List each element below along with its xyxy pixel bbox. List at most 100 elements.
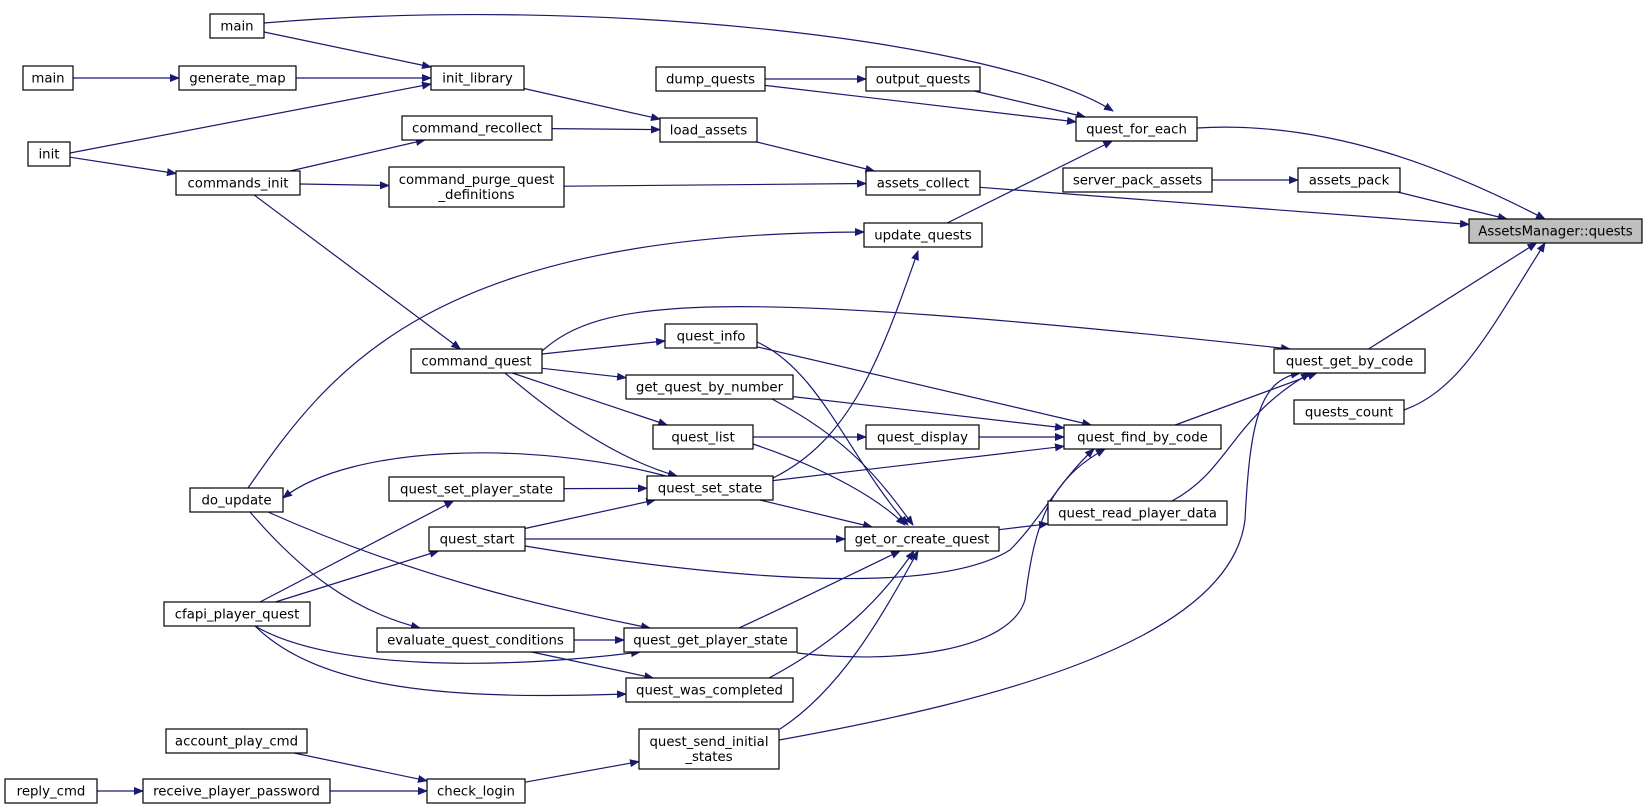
node-quest-start[interactable]: quest_start — [428, 526, 526, 552]
node-box[interactable] — [22, 65, 74, 91]
node-get-quest-by-number[interactable]: get_quest_by_number — [625, 374, 794, 400]
node-account-play-cmd[interactable]: account_play_cmd — [165, 728, 308, 754]
node-box[interactable] — [175, 170, 301, 196]
node-update-quests[interactable]: update_quests — [863, 222, 983, 248]
node-command-recollect[interactable]: command_recollect — [401, 115, 553, 141]
node-box[interactable] — [1075, 116, 1198, 142]
node-box[interactable] — [163, 601, 311, 627]
node-box[interactable] — [1273, 348, 1426, 374]
node-box[interactable] — [430, 65, 525, 91]
node-cfapi-player-quest[interactable]: cfapi_player_quest — [163, 601, 311, 627]
node-main-left[interactable]: main — [22, 65, 74, 91]
node-evaluate-quest-conditions[interactable]: evaluate_quest_conditions — [376, 627, 575, 653]
node-box[interactable] — [646, 475, 774, 501]
node-box[interactable] — [652, 424, 754, 450]
node-box[interactable] — [27, 141, 71, 167]
node-box[interactable] — [426, 778, 526, 804]
edge-command-quest-to-quest-set-state — [504, 372, 678, 478]
node-box[interactable] — [865, 66, 981, 92]
node-box[interactable] — [401, 115, 553, 141]
node-box[interactable] — [4, 778, 98, 804]
edge-path — [1397, 191, 1508, 221]
node-box[interactable] — [1297, 167, 1401, 193]
node-box[interactable] — [863, 222, 983, 248]
node-init-library[interactable]: init_library — [430, 65, 525, 91]
edge-path — [263, 31, 432, 70]
node-init[interactable]: init — [27, 141, 71, 167]
edge-command-quest-to-quest-get-by-code — [541, 306, 1291, 353]
edge-cfapi-player-quest-to-quest-set-player-state — [259, 500, 455, 603]
node-server-pack-assets[interactable]: server_pack_assets — [1062, 167, 1213, 193]
node-label: quest_start — [440, 533, 515, 548]
node-box[interactable] — [1468, 218, 1643, 244]
node-box[interactable] — [1047, 500, 1228, 526]
node-quest-for-each[interactable]: quest_for_each — [1075, 116, 1198, 142]
node-quest-get-player-state[interactable]: quest_get_player_state — [623, 627, 798, 653]
node-box[interactable] — [625, 374, 794, 400]
edge-path — [779, 550, 919, 730]
node-label: receive_player_password — [153, 785, 320, 800]
node-assets-manager-quests[interactable]: AssetsManager::quests — [1468, 218, 1643, 244]
node-box[interactable] — [142, 778, 331, 804]
edge-init-library-to-load-assets — [523, 87, 661, 122]
node-generate-map[interactable]: generate_map — [178, 65, 297, 91]
node-box[interactable] — [1063, 424, 1222, 450]
node-box[interactable] — [376, 627, 575, 653]
node-box[interactable] — [410, 348, 543, 374]
node-main-top[interactable]: main — [209, 13, 265, 39]
edge-command-recollect-to-load-assets — [551, 125, 661, 134]
node-label: main — [31, 72, 64, 87]
edge-commands-init-to-command-purge — [299, 181, 390, 190]
edge-path — [764, 84, 1077, 125]
node-box[interactable] — [865, 170, 981, 196]
node-box[interactable] — [165, 728, 308, 754]
node-quest-send-initial-states[interactable]: quest_send_initial_states — [638, 728, 780, 770]
node-box[interactable] — [428, 526, 526, 552]
edge-path — [563, 179, 867, 188]
node-box[interactable] — [638, 728, 780, 770]
node-box[interactable] — [178, 65, 297, 91]
node-load-assets[interactable]: load_assets — [659, 117, 758, 143]
node-receive-player-password[interactable]: receive_player_password — [142, 778, 331, 804]
node-box[interactable] — [659, 117, 758, 143]
node-box[interactable] — [865, 424, 980, 450]
edge-quest-get-by-code-to-assets-manager-quests — [1368, 242, 1538, 350]
node-commands-init[interactable]: commands_init — [175, 170, 301, 196]
node-assets-collect[interactable]: assets_collect — [865, 170, 981, 196]
node-quest-find-by-code[interactable]: quest_find_by_code — [1063, 424, 1222, 450]
node-get-or-create-quest[interactable]: get_or_create_quest — [844, 526, 1000, 552]
node-box[interactable] — [388, 166, 565, 208]
node-box[interactable] — [189, 487, 284, 513]
node-assets-pack[interactable]: assets_pack — [1297, 167, 1401, 193]
node-box[interactable] — [664, 323, 758, 349]
node-quest-info[interactable]: quest_info — [664, 323, 758, 349]
node-box[interactable] — [1293, 399, 1405, 425]
node-quest-set-player-state[interactable]: quest_set_player_state — [388, 476, 565, 502]
node-quest-list[interactable]: quest_list — [652, 424, 754, 450]
node-box[interactable] — [209, 13, 265, 39]
edge-path — [1403, 242, 1546, 411]
node-box[interactable] — [844, 526, 1000, 552]
node-command-quest[interactable]: command_quest — [410, 348, 543, 374]
node-box[interactable] — [623, 627, 798, 653]
node-do-update[interactable]: do_update — [189, 487, 284, 513]
edge-quest-list-to-get-or-create-quest — [752, 443, 906, 526]
node-quest-was-completed[interactable]: quest_was_completed — [625, 677, 794, 703]
node-quest-display[interactable]: quest_display — [865, 424, 980, 450]
node-box[interactable] — [625, 677, 794, 703]
node-box[interactable] — [655, 66, 766, 92]
node-box[interactable] — [388, 476, 565, 502]
node-quest-set-state[interactable]: quest_set_state — [646, 475, 774, 501]
node-output-quests[interactable]: output_quests — [865, 66, 981, 92]
edge-path — [772, 443, 1065, 482]
node-command-purge[interactable]: command_purge_quest_definitions — [388, 166, 565, 208]
node-reply-cmd[interactable]: reply_cmd — [4, 778, 98, 804]
node-quest-get-by-code[interactable]: quest_get_by_code — [1273, 348, 1426, 374]
node-dump-quests[interactable]: dump_quests — [655, 66, 766, 92]
node-check-login[interactable]: check_login — [426, 778, 526, 804]
node-label: do_update — [201, 494, 271, 509]
node-quest-read-player-data[interactable]: quest_read_player_data — [1047, 500, 1228, 526]
node-quests-count[interactable]: quests_count — [1293, 399, 1405, 425]
node-box[interactable] — [1062, 167, 1213, 193]
edge-path — [792, 396, 1065, 431]
